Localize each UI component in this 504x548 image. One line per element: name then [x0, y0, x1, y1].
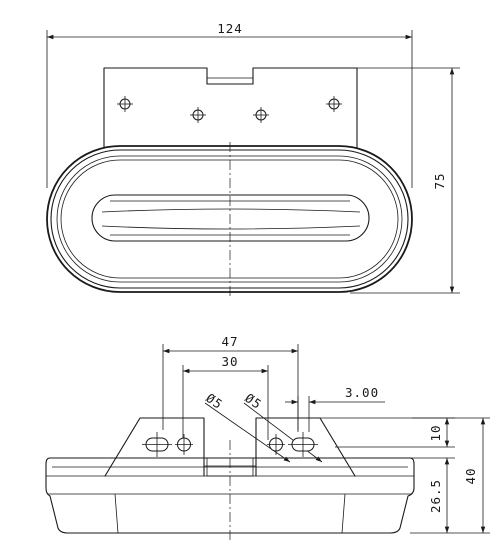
dimension-26-5: 26.5 [410, 457, 455, 533]
dim-47-label: 47 [221, 334, 238, 349]
plate-hole-1 [117, 96, 133, 112]
dimension-hole-dia-2: Ø5 [242, 390, 323, 463]
lamp-outer-body [46, 145, 413, 293]
plate-hole-3 [253, 107, 269, 123]
dim-40-label: 40 [463, 467, 478, 484]
dim-30-label: 30 [221, 354, 238, 369]
dimension-width: 124 [46, 21, 413, 188]
bracket-left [104, 417, 205, 477]
side-slot-right [288, 432, 318, 457]
dim-3-label: 3.00 [345, 385, 379, 400]
side-slot-left [142, 432, 172, 457]
mounting-plate [103, 67, 358, 149]
lens-window [91, 194, 370, 242]
dimension-10: 10 [320, 417, 455, 448]
hole-dia-2-label: Ø5 [242, 390, 265, 412]
height-label: 75 [432, 172, 447, 189]
lamp-side-body [45, 457, 415, 534]
dimension-height: 75 [350, 67, 460, 294]
dimension-40: 40 [410, 417, 490, 534]
side-view: 47 30 Ø5 Ø5 3.00 [45, 334, 490, 540]
side-hole-right [267, 434, 285, 455]
dim-26-5-label: 26.5 [428, 479, 443, 513]
width-label: 124 [217, 21, 243, 36]
hole-dia-1-label: Ø5 [203, 390, 226, 412]
top-view: 124 75 [46, 21, 460, 298]
side-hole-left [175, 434, 193, 455]
dimension-30: 30 [182, 354, 269, 440]
dim-10-label: 10 [428, 424, 443, 441]
plate-hole-2 [190, 107, 206, 123]
dimension-3: 3.00 [285, 385, 385, 432]
bracket-right [255, 417, 356, 477]
plate-hole-4 [326, 96, 342, 112]
